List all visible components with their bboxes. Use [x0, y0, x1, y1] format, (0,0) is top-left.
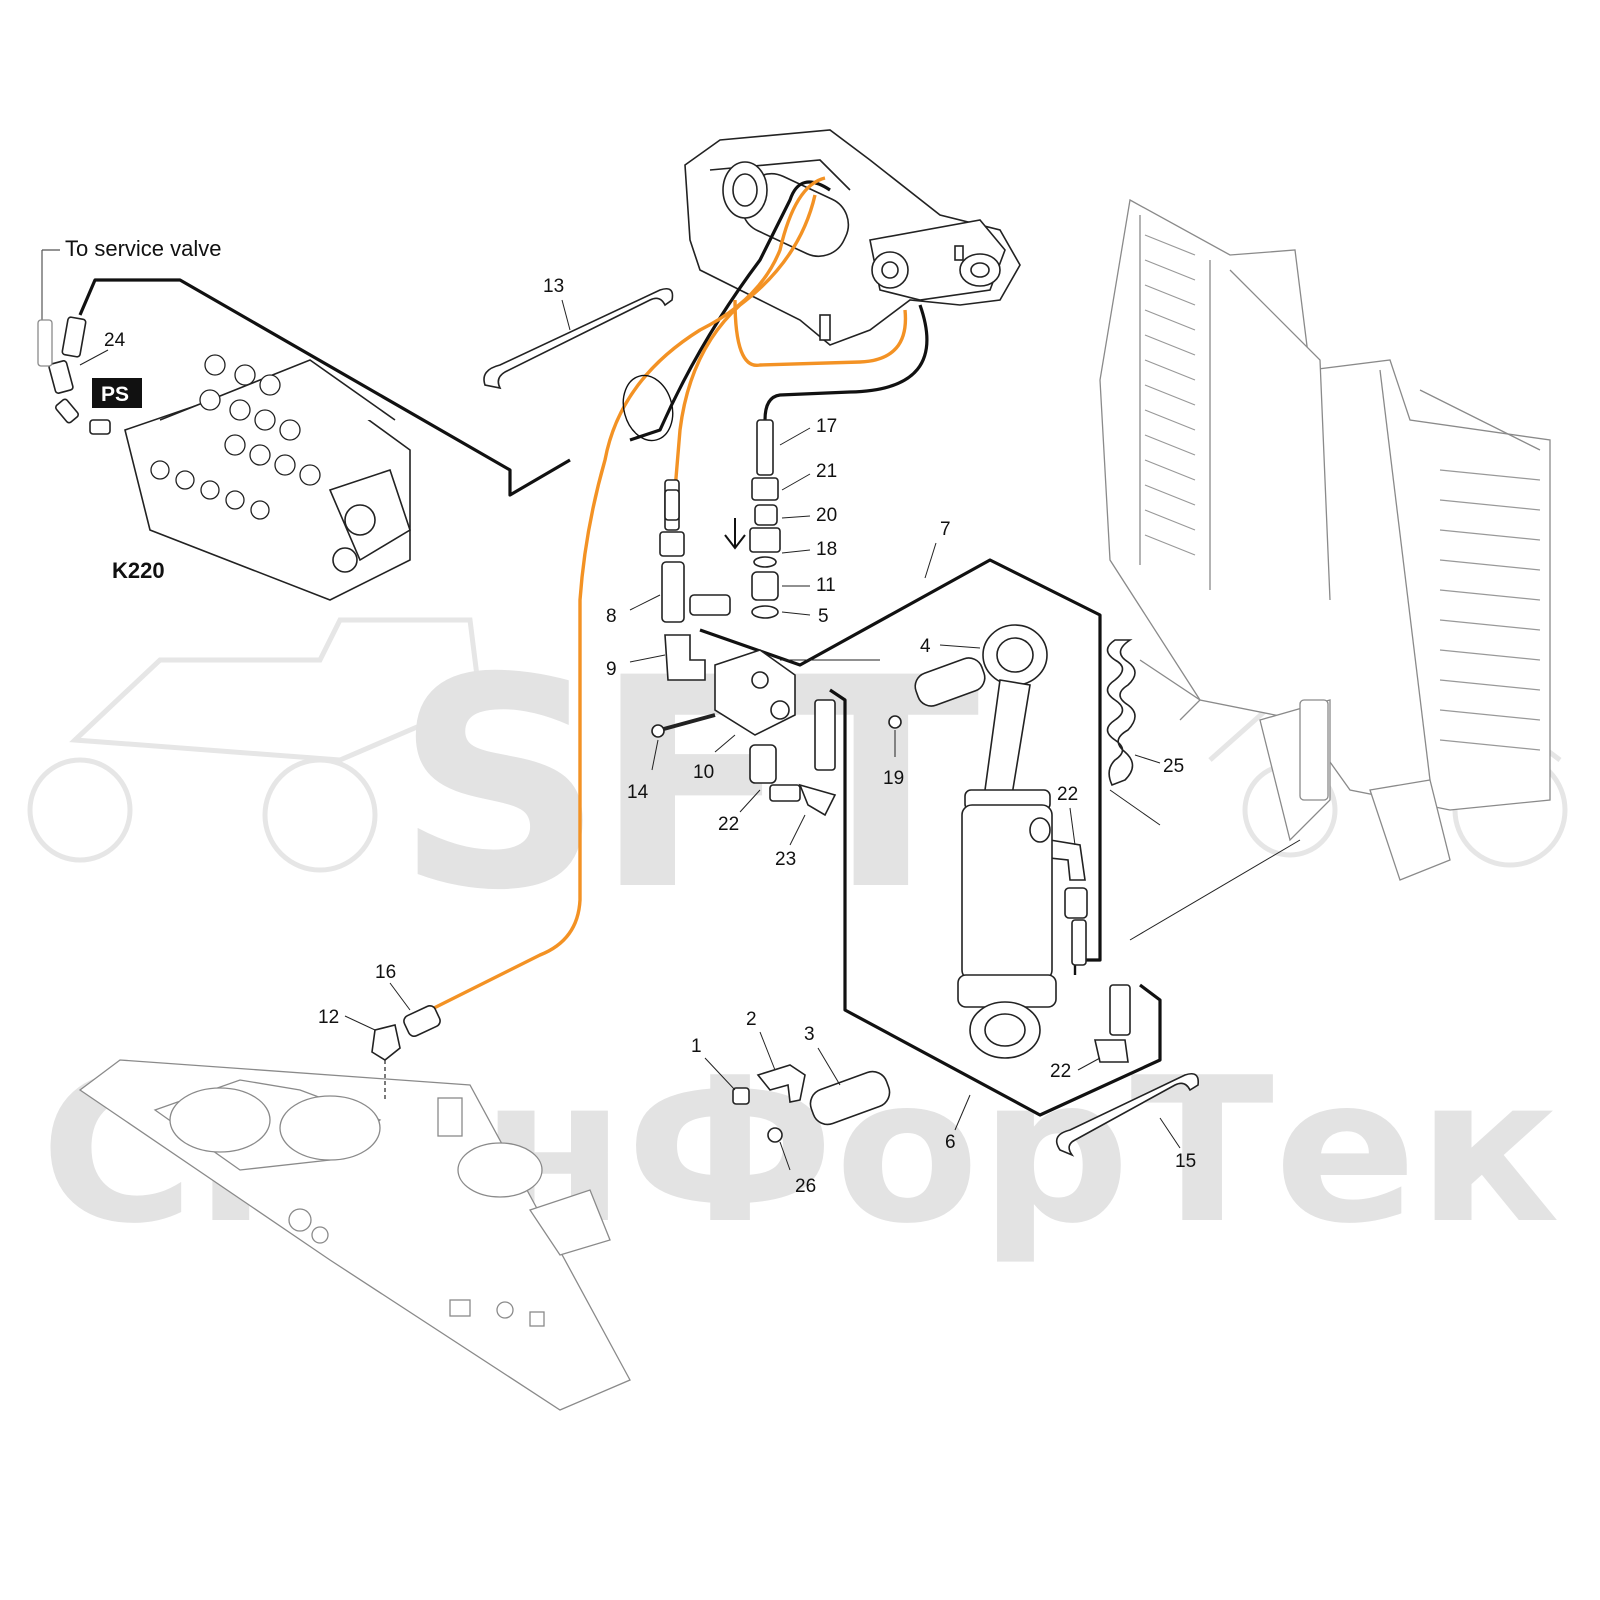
hose-bundle-marker	[622, 374, 674, 442]
ps-badge: PS	[92, 378, 142, 408]
small-parts	[37, 249, 1200, 1157]
pin-3	[809, 1070, 891, 1126]
callout-10: 10	[693, 762, 714, 783]
callout-13: 13	[543, 276, 564, 297]
hose-pressure-right	[733, 299, 908, 367]
callout-17: 17	[816, 416, 837, 437]
hose-7	[699, 558, 1102, 962]
pin-4	[914, 657, 986, 707]
callout-22-bottom: 22	[1050, 1061, 1071, 1082]
callout-1: 1	[691, 1036, 702, 1057]
callout-24: 24	[104, 330, 126, 351]
callout-14: 14	[627, 782, 649, 803]
callout-15: 15	[1175, 1151, 1196, 1172]
hose-6	[829, 688, 1162, 1117]
callout-5: 5	[818, 606, 829, 627]
callout-6: 6	[945, 1132, 956, 1153]
hose-bracket-to-17	[629, 180, 831, 442]
annotations: To service valve PS K220 13 24 17 21 20 …	[65, 236, 1196, 1197]
callout-9: 9	[606, 659, 617, 680]
hose-bracket-right	[763, 304, 929, 421]
hydraulic-cylinder	[957, 624, 1057, 1059]
callout-25: 25	[1163, 756, 1184, 777]
control-valve-block	[124, 354, 411, 601]
callout-7: 7	[940, 519, 951, 540]
callout-16: 16	[375, 962, 396, 983]
callout-3: 3	[804, 1024, 815, 1045]
deflector-frame	[1099, 198, 1551, 881]
valve-block-label: K220	[112, 558, 165, 583]
spiral-guard-25	[1106, 639, 1136, 787]
spiral-guard-15	[1055, 1072, 1200, 1157]
retainer-2	[756, 1064, 806, 1103]
hydraulic-hoses	[78, 176, 1162, 1117]
callout-8: 8	[606, 606, 617, 627]
callout-26: 26	[795, 1176, 816, 1197]
leader-lines	[79, 299, 1301, 1171]
hose-pressure-16	[429, 176, 826, 1012]
callout-18: 18	[816, 539, 837, 560]
callout-11: 11	[816, 575, 836, 596]
svg-text:PS: PS	[101, 383, 129, 406]
callout-4: 4	[920, 636, 931, 657]
note-to-service-valve: To service valve	[65, 236, 222, 261]
callout-20: 20	[816, 505, 837, 526]
callout-23: 23	[775, 849, 796, 870]
callout-19: 19	[883, 768, 904, 789]
callout-12: 12	[318, 1007, 339, 1028]
callout-2: 2	[746, 1009, 757, 1030]
hose-service-return	[78, 278, 571, 497]
spiral-guard-13	[483, 287, 674, 390]
base-plate	[78, 1059, 631, 1411]
callout-22-left: 22	[718, 814, 739, 835]
coupling-24	[37, 249, 111, 435]
flow-direction-arrow	[724, 518, 746, 550]
callout-22-right: 22	[1057, 784, 1078, 805]
callout-21: 21	[816, 461, 837, 482]
hose-pressure-bracket	[673, 194, 817, 491]
